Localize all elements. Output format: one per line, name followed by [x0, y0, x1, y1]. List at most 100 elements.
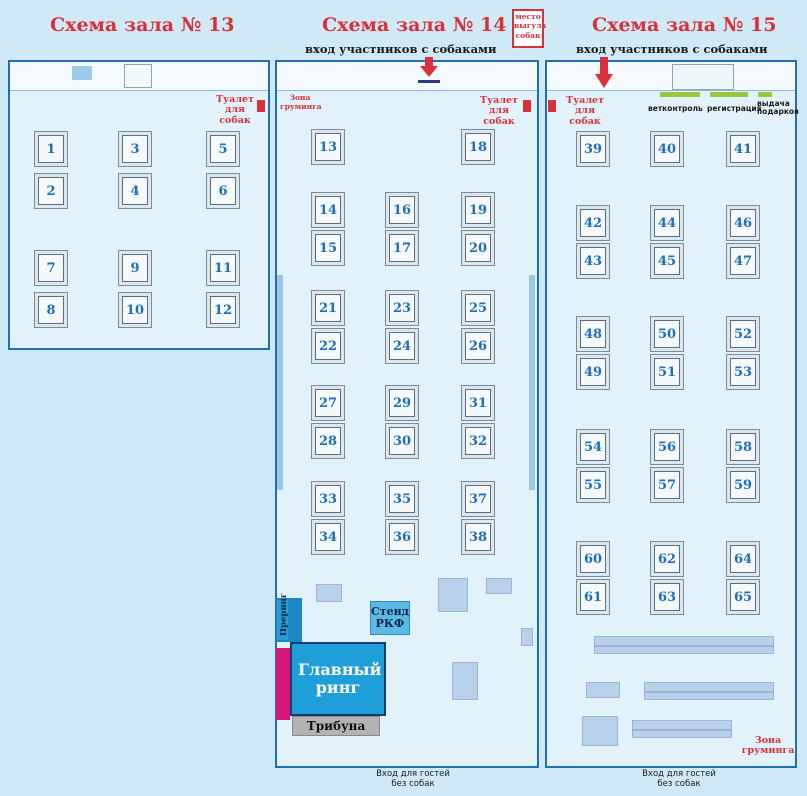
hall-14-entrance-door	[418, 80, 440, 83]
ring-5[interactable]: 5	[206, 131, 240, 167]
ring-3[interactable]: 3	[118, 131, 152, 167]
ring-60[interactable]: 60	[576, 541, 610, 577]
ring-32[interactable]: 32	[461, 423, 495, 459]
hall-15-stand-row	[644, 682, 774, 692]
ring-50[interactable]: 50	[650, 316, 684, 352]
ring-63[interactable]: 63	[650, 579, 684, 615]
hall-15-stand-row	[594, 636, 774, 646]
ring-33[interactable]: 33	[311, 481, 345, 517]
hall-15-stand-row	[632, 720, 732, 730]
ring-11[interactable]: 11	[206, 250, 240, 286]
ring-30[interactable]: 30	[385, 423, 419, 459]
ring-19[interactable]: 19	[461, 192, 495, 228]
ring-28[interactable]: 28	[311, 423, 345, 459]
ring-18[interactable]: 18	[461, 129, 495, 165]
ring-29[interactable]: 29	[385, 385, 419, 421]
ring-53[interactable]: 53	[726, 354, 760, 390]
ring-23[interactable]: 23	[385, 290, 419, 326]
ring-51[interactable]: 51	[650, 354, 684, 390]
ring-17[interactable]: 17	[385, 230, 419, 266]
ring-1[interactable]: 1	[34, 131, 68, 167]
vet-marker	[660, 92, 700, 97]
hall-13-stairs	[124, 64, 152, 88]
ring-55[interactable]: 55	[576, 467, 610, 503]
ring-6[interactable]: 6	[206, 173, 240, 209]
hall-14-left-wall-strip	[277, 275, 283, 490]
ring-47[interactable]: 47	[726, 243, 760, 279]
hall-15-booth	[586, 682, 620, 698]
ring-4[interactable]: 4	[118, 173, 152, 209]
ring-58[interactable]: 58	[726, 429, 760, 465]
hall-14-booth	[438, 578, 468, 612]
ring-59[interactable]: 59	[726, 467, 760, 503]
ring-8[interactable]: 8	[34, 292, 68, 328]
ring-62[interactable]: 62	[650, 541, 684, 577]
ring-12[interactable]: 12	[206, 292, 240, 328]
hall-14-entrance-arrow	[420, 57, 438, 77]
hall-15-entrance-label: вход участников с собаками	[576, 42, 768, 56]
magenta-zone	[276, 648, 290, 720]
ring-20[interactable]: 20	[461, 230, 495, 266]
ring-64[interactable]: 64	[726, 541, 760, 577]
ring-13[interactable]: 13	[311, 129, 345, 165]
ring-15[interactable]: 15	[311, 230, 345, 266]
hall-13-door	[72, 66, 92, 80]
ring-34[interactable]: 34	[311, 519, 345, 555]
ring-16[interactable]: 16	[385, 192, 419, 228]
ring-31[interactable]: 31	[461, 385, 495, 421]
rkf-stand-label: Стенд РКФ	[371, 604, 409, 630]
ring-36[interactable]: 36	[385, 519, 419, 555]
ring-43[interactable]: 43	[576, 243, 610, 279]
ring-35[interactable]: 35	[385, 481, 419, 517]
registration-marker	[710, 92, 748, 97]
ring-48[interactable]: 48	[576, 316, 610, 352]
ring-9[interactable]: 9	[118, 250, 152, 286]
rkf-stand: Стенд РКФ	[370, 601, 410, 635]
registration-label: регистрация	[707, 104, 762, 113]
hall-13-title: Схема зала № 13	[50, 14, 235, 36]
ring-10[interactable]: 10	[118, 292, 152, 328]
walk-area-label: место выгула собак	[514, 12, 547, 40]
hall-14-entrance-label: вход участников с собаками	[305, 42, 497, 56]
toilet-13-label: Туалет для собак	[216, 94, 254, 126]
vet-label: ветконтроль	[648, 104, 703, 113]
ring-42[interactable]: 42	[576, 205, 610, 241]
ring-37[interactable]: 37	[461, 481, 495, 517]
hall-14-booth	[452, 662, 478, 700]
ring-22[interactable]: 22	[311, 328, 345, 364]
ring-27[interactable]: 27	[311, 385, 345, 421]
toilet-15-label: Туалет для собак	[566, 95, 604, 127]
tribune-label: Трибуна	[306, 719, 366, 733]
ring-40[interactable]: 40	[650, 131, 684, 167]
ring-39[interactable]: 39	[576, 131, 610, 167]
ring-38[interactable]: 38	[461, 519, 495, 555]
ring-57[interactable]: 57	[650, 467, 684, 503]
ring-25[interactable]: 25	[461, 290, 495, 326]
ring-45[interactable]: 45	[650, 243, 684, 279]
ring-41[interactable]: 41	[726, 131, 760, 167]
hall-15-stand-row	[632, 730, 732, 738]
ring-2[interactable]: 2	[34, 173, 68, 209]
ring-61[interactable]: 61	[576, 579, 610, 615]
ring-65[interactable]: 65	[726, 579, 760, 615]
hall-14-booth	[521, 628, 533, 646]
grooming-15-label: Зона груминга	[741, 735, 795, 757]
ring-56[interactable]: 56	[650, 429, 684, 465]
ring-44[interactable]: 44	[650, 205, 684, 241]
ring-14[interactable]: 14	[311, 192, 345, 228]
guest-entrance-14-label: Вход для гостей без собак	[376, 769, 450, 789]
toilet-13-marker	[257, 100, 265, 112]
ring-49[interactable]: 49	[576, 354, 610, 390]
ring-26[interactable]: 26	[461, 328, 495, 364]
tribune: Трибуна	[292, 716, 380, 736]
hall-15-booth	[582, 716, 618, 746]
ring-52[interactable]: 52	[726, 316, 760, 352]
ring-21[interactable]: 21	[311, 290, 345, 326]
ring-24[interactable]: 24	[385, 328, 419, 364]
ring-54[interactable]: 54	[576, 429, 610, 465]
ring-46[interactable]: 46	[726, 205, 760, 241]
hall-14-title: Схема зала № 14	[322, 14, 507, 36]
hall-15-entrance-arrow	[595, 57, 613, 88]
gifts-marker	[758, 92, 772, 97]
ring-7[interactable]: 7	[34, 250, 68, 286]
